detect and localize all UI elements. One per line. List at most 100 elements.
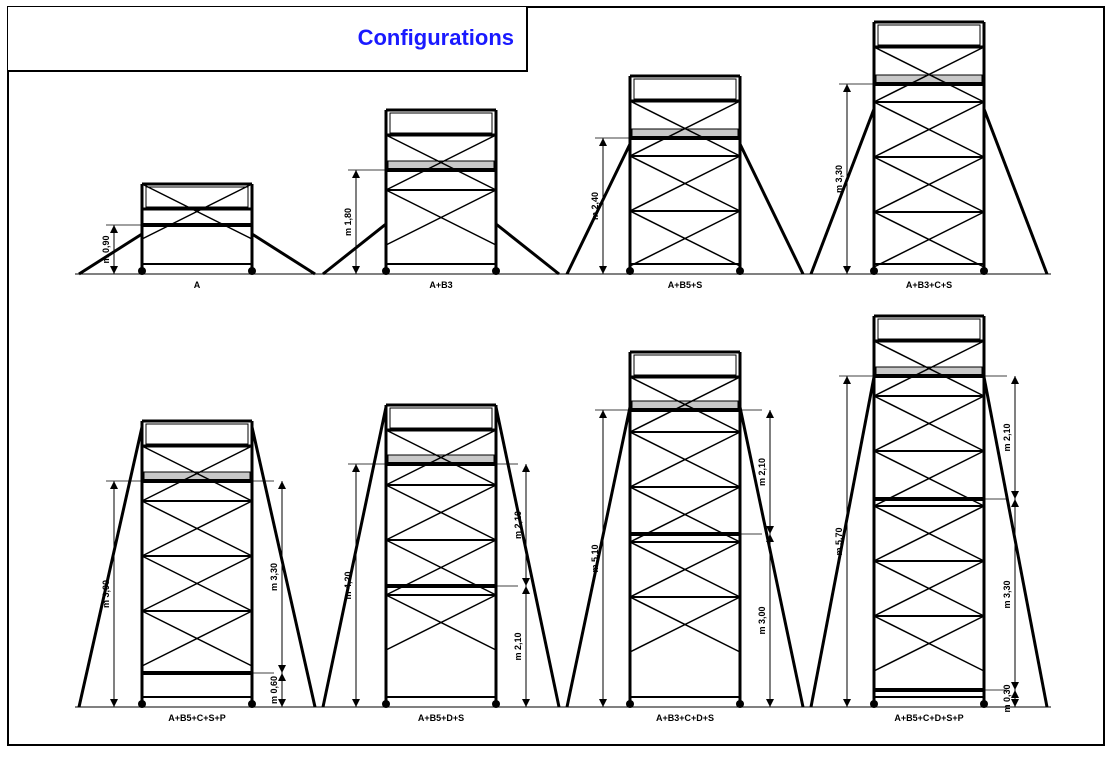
diagonal-brace xyxy=(873,395,985,452)
dimension-arrow xyxy=(1011,376,1019,384)
configuration-label: A xyxy=(194,280,201,290)
title-box: Configurations xyxy=(8,7,528,72)
dimension-arrow xyxy=(599,266,607,274)
configuration-label: A+B5+S xyxy=(668,280,703,290)
diagonal-brace xyxy=(141,445,253,502)
caster-wheel xyxy=(382,267,390,275)
outer-border xyxy=(7,6,1105,746)
toe-board xyxy=(145,186,249,208)
dimension-value: m 3,90 xyxy=(101,580,111,608)
caster-wheel xyxy=(870,267,878,275)
stabilizer-left xyxy=(809,108,876,275)
diagonal-brace xyxy=(629,100,741,157)
diagonal-brace xyxy=(873,450,985,507)
diagonal-brace xyxy=(629,541,741,598)
diagonal-brace xyxy=(385,134,497,191)
caster-wheel xyxy=(870,700,878,708)
toe-board xyxy=(389,112,493,134)
dimension-arrow xyxy=(278,481,286,489)
dimension-arrow xyxy=(843,84,851,92)
stabilizer-right xyxy=(738,143,805,275)
diagonal-brace xyxy=(141,555,253,612)
dimension-value: m 2,10 xyxy=(757,458,767,486)
dimension-arrow xyxy=(766,534,774,542)
scaffold-a-b5-d-s: A+B5+D+Sm 4,20m 2,10m 2,10 xyxy=(319,403,563,723)
dimension-arrow xyxy=(766,526,774,534)
dimension-arrow xyxy=(352,464,360,472)
dimension-value: m 5,10 xyxy=(590,544,600,572)
caster-wheel xyxy=(248,700,256,708)
scaffold-a-b3-c-s: A+B3+C+Sm 3,30 xyxy=(807,20,1051,290)
configuration-label: A+B5+D+S xyxy=(418,713,464,723)
configuration-label: A+B3 xyxy=(429,280,452,290)
diagonal-brace xyxy=(141,500,253,557)
caster-wheel xyxy=(736,267,744,275)
diagonal-brace xyxy=(385,539,497,596)
dimension-arrow xyxy=(599,138,607,146)
dimension-arrow xyxy=(278,699,286,707)
dimension-arrow xyxy=(1011,682,1019,690)
dimension-arrow xyxy=(352,699,360,707)
toe-board xyxy=(389,407,493,429)
dimension-arrow xyxy=(110,266,118,274)
diagonal-brace xyxy=(629,486,741,543)
toe-board xyxy=(877,24,981,46)
diagonal-brace xyxy=(385,594,497,651)
toe-board xyxy=(145,423,249,445)
toe-board xyxy=(877,318,981,340)
scaffold-a-b5-s: A+B5+S m 2,40 xyxy=(563,74,807,290)
stabilizer-left xyxy=(565,406,632,708)
diagonal-brace xyxy=(141,183,253,240)
diagonal-brace xyxy=(629,210,741,267)
dimension-value: m 1,80 xyxy=(343,208,353,236)
stabilizer-right xyxy=(251,232,316,276)
dimension-value: m 5,70 xyxy=(834,527,844,555)
diagonal-brace xyxy=(629,155,741,212)
diagonal-brace xyxy=(385,429,497,486)
dimension-value: m 0,60 xyxy=(269,676,279,704)
dimension-arrow xyxy=(522,586,530,594)
diagonal-brace xyxy=(873,505,985,562)
stabilizer-left xyxy=(78,232,143,276)
stabilizer-left xyxy=(77,426,144,708)
caster-wheel xyxy=(980,267,988,275)
dimension-arrow xyxy=(522,699,530,707)
stabilizer-left xyxy=(565,143,632,275)
dimension-value: m 2,10 xyxy=(513,511,523,539)
diagonal-brace xyxy=(629,596,741,653)
stabilizer-right xyxy=(982,108,1049,275)
stabilizer-left xyxy=(809,376,876,708)
dimension-arrow xyxy=(352,170,360,178)
scaffold-a-b5-c-s-p: A+B5+C+S+Pm 3,90m 3,30m 0,60 xyxy=(75,419,319,723)
dimension-arrow xyxy=(522,464,530,472)
diagonal-brace xyxy=(873,46,985,103)
caster-wheel xyxy=(382,700,390,708)
diagonal-brace xyxy=(385,189,497,246)
dimension-value: m 2,10 xyxy=(1002,423,1012,451)
configuration-label: A+B3+C+D+S xyxy=(656,713,714,723)
dimension-arrow xyxy=(352,266,360,274)
diagonal-brace xyxy=(385,484,497,541)
dimension-value: m 4,20 xyxy=(343,571,353,599)
scaffold-a-b3-c-d-s: A+B3+C+D+Sm 5,10m 2,10m 3,00 xyxy=(563,350,807,723)
dimension-arrow xyxy=(599,699,607,707)
stabilizer-right xyxy=(494,406,561,708)
dimension-arrow xyxy=(599,410,607,418)
diagonal-brace xyxy=(873,156,985,213)
dimension-value: m 3,30 xyxy=(1002,580,1012,608)
stabilizer-left xyxy=(321,406,388,708)
diagonal-brace xyxy=(141,610,253,667)
dimension-value: m 2,40 xyxy=(590,192,600,220)
caster-wheel xyxy=(138,700,146,708)
dimension-value: m 3,30 xyxy=(269,563,279,591)
caster-wheel xyxy=(492,700,500,708)
scaffold-a-b3: A+B3 m 1,80 xyxy=(319,108,563,290)
diagonal-brace xyxy=(629,431,741,488)
stabilizer-right xyxy=(738,406,805,708)
dimension-arrow xyxy=(843,376,851,384)
configuration-label: A+B3+C+S xyxy=(906,280,952,290)
dimension-arrow xyxy=(1011,699,1019,707)
caster-wheel xyxy=(138,267,146,275)
dimension-arrow xyxy=(110,699,118,707)
diagonal-brace xyxy=(873,615,985,672)
